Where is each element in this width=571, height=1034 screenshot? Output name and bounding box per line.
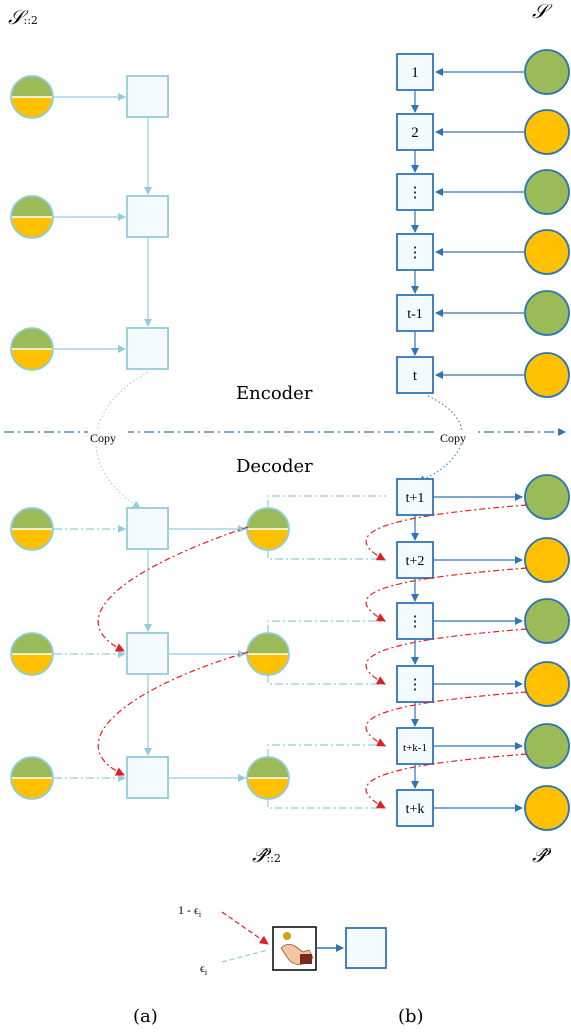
copy-curve-b (417, 395, 463, 483)
b-enc-input-4 (524, 229, 570, 275)
a-dec-upper-link-3 (267, 744, 386, 757)
panel-a-decoder (10, 495, 386, 809)
a-enc-input-3 (10, 327, 54, 371)
p-label: 𝒫̂ (532, 843, 552, 867)
legend-eps: ϵi (200, 961, 208, 977)
p-sub-label: 𝒫̂::2 (252, 843, 281, 867)
b-dec-box-label-1: t+1 (406, 491, 425, 506)
b-dec-output-3 (524, 598, 570, 644)
b-enc-box-4 (396, 233, 434, 271)
b-dec-output-5 (524, 723, 570, 769)
b-dec-output-4 (524, 661, 570, 707)
a-dec-lower-link-1 (267, 550, 386, 560)
b-red-curve-3 (365, 628, 528, 685)
b-dec-box-label-5: t+k-1 (403, 742, 427, 754)
b-dec-box-label-3: ⋮ (408, 614, 423, 630)
a-dec-upper-link-1 (267, 495, 386, 508)
a-dec-output-1 (246, 507, 290, 551)
a-dec-output-2 (246, 632, 290, 676)
a-red-curve-2 (97, 651, 249, 776)
a-dec-lower-link-3 (267, 799, 386, 809)
a-dec-box-2 (126, 632, 169, 675)
b-enc-input-3 (524, 169, 570, 215)
a-dec-box-1 (126, 507, 169, 550)
b-red-curve-5 (365, 753, 528, 809)
s-sub-label: 𝒮::2 (8, 5, 38, 29)
decoder-label: Decoder (236, 456, 313, 477)
b-dec-box-6 (396, 789, 434, 827)
a-enc-box-2 (126, 195, 169, 238)
b-enc-box-label-3: ⋮ (408, 185, 423, 201)
legend-box (345, 927, 387, 969)
a-enc-box-3 (126, 327, 169, 370)
b-dec-output-2 (524, 537, 570, 583)
b-enc-box-label-5: t-1 (407, 307, 423, 322)
b-dec-output-1 (524, 474, 570, 520)
s-label: 𝒮 (532, 0, 553, 23)
b-enc-input-2 (524, 109, 570, 155)
b-dec-box-label-6: t+k (406, 802, 425, 817)
caption-a: (a) (133, 1006, 158, 1027)
copy-b-bg (438, 430, 478, 445)
b-enc-input-1 (524, 49, 570, 95)
a-enc-input-1 (10, 75, 54, 119)
a-dec-upper-link-2 (267, 620, 386, 633)
legend-red-arrow (221, 911, 269, 945)
a-dec-lower-link-2 (267, 675, 386, 685)
b-enc-box-6 (396, 356, 434, 394)
b-dec-box-5 (396, 727, 434, 765)
copy-a-bg (88, 430, 128, 445)
legend: 1 - ϵi ϵi (178, 903, 387, 977)
b-enc-box-label-1: 1 (411, 65, 419, 81)
copy-label-a: Copy (90, 431, 116, 445)
a-red-curve-1 (97, 526, 249, 652)
a-dec-output-3 (246, 756, 290, 800)
b-dec-box-1 (396, 478, 434, 516)
copy-label-b: Copy (440, 431, 466, 445)
sleeve-icon (300, 954, 312, 964)
a-dec-input-3 (10, 756, 54, 800)
b-dec-box-label-4: ⋮ (408, 677, 423, 693)
b-dec-box-2 (396, 541, 434, 579)
b-red-curve-4 (365, 691, 528, 747)
b-enc-box-1 (396, 53, 434, 91)
coin-icon (283, 932, 291, 940)
b-enc-box-2 (396, 113, 434, 151)
panel-b-encoder: 1 2 ⋮ ⋮ t-1 t (396, 49, 570, 398)
a-enc-input-2 (10, 195, 54, 239)
panel-b-decoder: t+1 t+2 ⋮ ⋮ t+k-1 t+k (365, 474, 570, 831)
b-dec-box-4 (396, 665, 434, 703)
b-enc-box-label-2: 2 (411, 125, 419, 141)
b-dec-output-6 (524, 785, 570, 831)
b-red-curve-1 (365, 504, 528, 561)
a-dec-input-1 (10, 507, 54, 551)
b-enc-box-label-4: ⋮ (408, 245, 423, 261)
legend-light-arrow (221, 949, 269, 963)
a-enc-box-1 (126, 75, 169, 118)
b-enc-box-label-6: t (413, 368, 418, 384)
b-dec-box-label-2: t+2 (406, 554, 425, 569)
encoder-label: Encoder (236, 383, 313, 404)
b-enc-input-6 (524, 352, 570, 398)
a-dec-input-2 (10, 632, 54, 676)
b-enc-box-5 (396, 294, 434, 332)
a-dec-box-3 (126, 756, 169, 799)
caption-b: (b) (398, 1006, 424, 1027)
b-red-curve-2 (365, 567, 528, 622)
legend-one-minus-eps: 1 - ϵi (178, 903, 202, 919)
panel-a-encoder (10, 75, 169, 371)
b-enc-input-5 (524, 290, 570, 336)
